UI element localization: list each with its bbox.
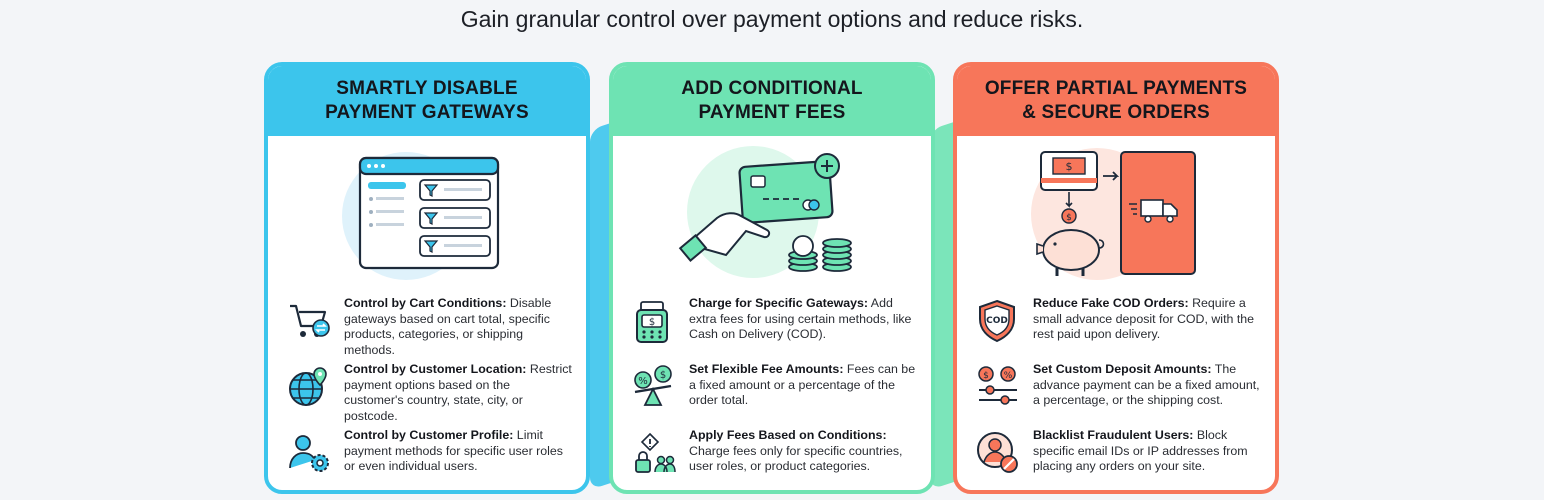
feature-text: Reduce Fake COD Orders: Require a small … (1033, 296, 1261, 343)
feature-desc: Add extra fees for using certain methods… (689, 296, 912, 341)
feature-title: Control by Customer Profile: (344, 428, 514, 442)
feature-title: Apply Fees Based on Conditions: (689, 428, 887, 442)
feature-desc: Charge fees only for specific countries,… (689, 443, 903, 474)
feature-title: Reduce Fake COD Orders: (1033, 296, 1189, 310)
feature-desc: The advance payment can be a fixed amoun… (1033, 362, 1260, 407)
feature-list: Control by Cart Conditions: Disable gate… (268, 296, 586, 490)
hand-card-coins-icon (613, 136, 931, 296)
feature-item: Control by Customer Profile: Limit payme… (286, 428, 572, 490)
feature-item: % $ Set Flexible Fee Amounts: Fees can b… (631, 362, 917, 428)
feature-item: Control by Cart Conditions: Disable gate… (286, 296, 572, 362)
feature-text: Control by Cart Conditions: Disable gate… (344, 296, 572, 358)
feature-desc: Restrict payment options based on the cu… (344, 362, 572, 423)
piggy-bank-truck-icon: $ $ (957, 136, 1275, 296)
card-disable-gateways: SMARTLY DISABLE PAYMENT GATEWAYS (264, 62, 590, 494)
feature-desc: Require a small advance deposit for COD,… (1033, 296, 1255, 341)
feature-desc: Disable gateways based on cart total, sp… (344, 296, 552, 357)
feature-text: Set Custom Deposit Amounts: The advance … (1033, 362, 1261, 409)
svg-text:$: $ (1066, 213, 1072, 223)
feature-item: $ Charge for Specific Gateways: Add extr… (631, 296, 917, 362)
deposit-sliders-icon: $ % (978, 366, 1017, 405)
feature-desc: Fees can be a fixed amount or a percenta… (689, 362, 916, 407)
feature-title: Set Flexible Fee Amounts: (689, 362, 844, 376)
feature-title: Control by Customer Location: (344, 362, 527, 376)
blocked-user-icon (977, 432, 1018, 473)
feature-text: Control by Customer Location: Restrict p… (344, 362, 572, 424)
svg-text:COD: COD (986, 316, 1008, 326)
feature-list: $ Charge for Specific Gateways: Add extr… (613, 296, 931, 490)
card-title-line2: PAYMENT FEES (698, 102, 846, 123)
svg-text:$: $ (983, 371, 989, 381)
card-title-line1: ADD CONDITIONAL (681, 78, 863, 99)
cod-shield-icon: COD (979, 299, 1015, 343)
card-title-line2: & SECURE ORDERS (1022, 102, 1210, 123)
feature-title: Blacklist Fraudulent Users: (1033, 428, 1194, 442)
svg-text:$: $ (1066, 160, 1073, 173)
feature-title: Control by Cart Conditions: (344, 296, 507, 310)
feature-desc: Block specific email IDs or IP addresses… (1033, 428, 1248, 473)
feature-item: $ % Set Custom Deposit Amounts: The adva… (975, 362, 1261, 428)
feature-text: Set Flexible Fee Amounts: Fees can be a … (689, 362, 917, 409)
globe-location-icon (289, 367, 327, 406)
lock-people-warning-icon (635, 432, 676, 473)
feature-item: Apply Fees Based on Conditions: Charge f… (631, 428, 917, 490)
feature-item: Control by Customer Location: Restrict p… (286, 362, 572, 428)
feature-item: Blacklist Fraudulent Users: Block specif… (975, 428, 1261, 490)
user-gear-icon (289, 435, 329, 472)
svg-text:$: $ (660, 370, 666, 381)
balance-percent-dollar-icon: % $ (634, 365, 672, 406)
page-subtitle: Gain granular control over payment optio… (460, 6, 1084, 32)
card-header: OFFER PARTIAL PAYMENTS & SECURE ORDERS (957, 66, 1275, 136)
card-partial-payments: OFFER PARTIAL PAYMENTS & SECURE ORDERS $… (953, 62, 1279, 494)
card-header: SMARTLY DISABLE PAYMENT GATEWAYS (268, 66, 586, 136)
svg-text:%: % (1004, 371, 1013, 381)
svg-text:$: $ (649, 317, 655, 328)
pos-terminal-icon: $ (636, 301, 668, 343)
browser-filter-icon (268, 136, 586, 296)
feature-desc: Limit payment methods for specific user … (344, 428, 563, 473)
svg-text:%: % (638, 376, 648, 387)
cart-exchange-icon (290, 304, 330, 337)
feature-title: Set Custom Deposit Amounts: (1033, 362, 1212, 376)
feature-list: COD Reduce Fake COD Orders: Require a sm… (957, 296, 1275, 490)
feature-text: Blacklist Fraudulent Users: Block specif… (1033, 428, 1261, 475)
feature-text: Apply Fees Based on Conditions: Charge f… (689, 428, 917, 475)
feature-title: Charge for Specific Gateways: (689, 296, 869, 310)
feature-text: Control by Customer Profile: Limit payme… (344, 428, 572, 475)
feature-item: COD Reduce Fake COD Orders: Require a sm… (975, 296, 1261, 362)
card-title-line2: PAYMENT GATEWAYS (325, 102, 529, 123)
card-title-line1: OFFER PARTIAL PAYMENTS (984, 78, 1248, 99)
card-header: ADD CONDITIONAL PAYMENT FEES (613, 66, 931, 136)
card-conditional-fees: ADD CONDITIONAL PAYMENT FEES (609, 62, 935, 494)
feature-text: Charge for Specific Gateways: Add extra … (689, 296, 917, 343)
card-title-line1: SMARTLY DISABLE (336, 78, 518, 99)
